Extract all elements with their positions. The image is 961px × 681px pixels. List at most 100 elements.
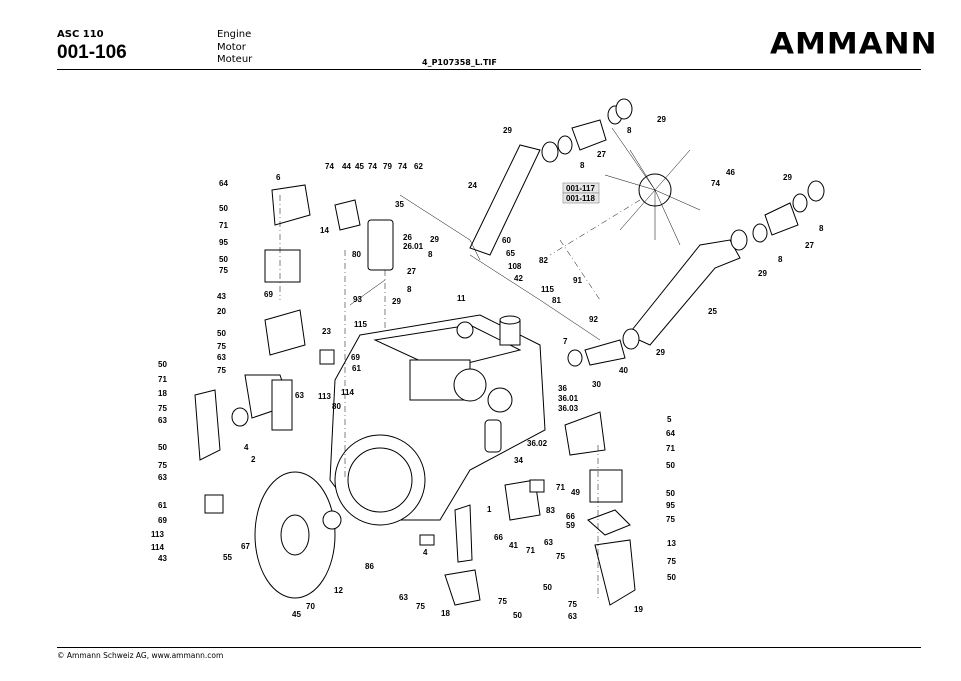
part-callout-63: 63: [158, 416, 167, 425]
part-callout-49: 49: [571, 488, 580, 497]
part-callout-27: 27: [407, 267, 416, 276]
part-callout-75: 75: [666, 515, 675, 524]
part-callout-29: 29: [430, 235, 439, 244]
part-callout-63: 63: [399, 593, 408, 602]
part-callout-62: 62: [414, 162, 423, 171]
part-callout-23: 23: [322, 327, 331, 336]
part-callout-74: 74: [368, 162, 377, 171]
title-fr: Moteur: [217, 54, 253, 65]
part-callout-75: 75: [219, 266, 228, 275]
part-callout-66: 66: [494, 533, 503, 542]
part-callout-19: 19: [634, 605, 643, 614]
part-callout-1: 1: [487, 505, 492, 514]
part-callout-36: 36: [558, 384, 567, 393]
title-en: Engine: [217, 29, 252, 40]
part-callout-44: 44: [342, 162, 351, 171]
part-callout-69: 69: [351, 353, 360, 362]
part-callout-65: 65: [506, 249, 515, 258]
part-callout-29: 29: [392, 297, 401, 306]
part-callout-29: 29: [783, 173, 792, 182]
part-callout-25: 25: [708, 307, 717, 316]
reference-labels: 001-117 001-118: [562, 182, 600, 204]
part-callout-71: 71: [556, 483, 565, 492]
part-callout-43: 43: [217, 292, 226, 301]
part-callout-50: 50: [158, 360, 167, 369]
part-callout-69: 69: [264, 290, 273, 299]
part-callout-50: 50: [666, 461, 675, 470]
part-callout-43: 43: [158, 554, 167, 563]
part-callout-75: 75: [158, 461, 167, 470]
part-callout-24: 24: [468, 181, 477, 190]
part-callout-95: 95: [219, 238, 228, 247]
part-callout-55: 55: [223, 553, 232, 562]
part-callout-81: 81: [552, 296, 561, 305]
part-callout-74: 74: [325, 162, 334, 171]
part-callout-75: 75: [158, 404, 167, 413]
part-callout-86: 86: [365, 562, 374, 571]
part-callout-27: 27: [805, 241, 814, 250]
part-callout-75: 75: [416, 602, 425, 611]
part-callout-18: 18: [441, 609, 450, 618]
part-callout-8: 8: [627, 126, 632, 135]
part-callout-7: 7: [563, 337, 568, 346]
reference-label: 001-117: [566, 184, 595, 193]
part-callout-75: 75: [498, 597, 507, 606]
part-callout-71: 71: [219, 221, 228, 230]
part-callout-71: 71: [666, 444, 675, 453]
part-callout-36-02: 36.02: [527, 439, 548, 448]
part-callout-45: 45: [355, 162, 364, 171]
part-callout-50: 50: [666, 489, 675, 498]
part-callout-75: 75: [217, 342, 226, 351]
copyright-footer: © Ammann Schweiz AG, www.ammann.com: [57, 651, 224, 660]
part-callout-82: 82: [539, 256, 548, 265]
part-callout-115: 115: [354, 320, 367, 329]
part-callout-63: 63: [217, 353, 226, 362]
machine-model: ASC 110: [57, 29, 104, 40]
part-callout-93: 93: [353, 295, 362, 304]
part-callout-29: 29: [657, 115, 666, 124]
part-callout-4: 4: [423, 548, 428, 557]
part-callout-50: 50: [158, 443, 167, 452]
part-callout-61: 61: [352, 364, 361, 373]
part-callout-27: 27: [597, 150, 606, 159]
header-divider: [57, 69, 921, 70]
part-callout-67: 67: [241, 542, 250, 551]
part-callout-5: 5: [667, 415, 672, 424]
part-callout-36-01: 36.01: [558, 394, 579, 403]
part-callout-63: 63: [544, 538, 553, 547]
part-callout-26-01: 26.01: [403, 242, 424, 251]
title-de: Motor: [217, 41, 246, 53]
part-callout-80: 80: [352, 250, 361, 259]
part-callout-74: 74: [398, 162, 407, 171]
part-callout-50: 50: [667, 573, 676, 582]
part-callout-46: 46: [726, 168, 735, 177]
reference-label: 001-118: [566, 194, 595, 203]
image-filename: 4_P107358_L.TIF: [422, 58, 497, 67]
part-callout-71: 71: [526, 546, 535, 555]
page-code: 001-106: [57, 42, 127, 63]
part-callout-114: 114: [341, 388, 354, 397]
part-callout-92: 92: [589, 315, 598, 324]
part-callout-115: 115: [541, 285, 554, 294]
part-callout-14: 14: [320, 226, 329, 235]
part-callout-59: 59: [566, 521, 575, 530]
filter-and-brackets: [194, 184, 636, 606]
part-callout-114: 114: [151, 543, 164, 552]
part-callout-29: 29: [656, 348, 665, 357]
assembly-axes: [279, 194, 641, 600]
part-callout-63: 63: [568, 612, 577, 621]
footer-divider: [57, 647, 921, 648]
part-callout-60: 60: [502, 236, 511, 245]
part-callout-63: 63: [158, 473, 167, 482]
part-callout-64: 64: [666, 429, 675, 438]
part-callout-8: 8: [428, 250, 433, 259]
brand-logo: AMMANN: [770, 26, 938, 62]
engine-block: [329, 314, 546, 526]
part-callout-61: 61: [158, 501, 167, 510]
part-callout-95: 95: [666, 501, 675, 510]
part-callout-18: 18: [158, 389, 167, 398]
part-callout-8: 8: [778, 255, 783, 264]
part-callout-80: 80: [332, 402, 341, 411]
